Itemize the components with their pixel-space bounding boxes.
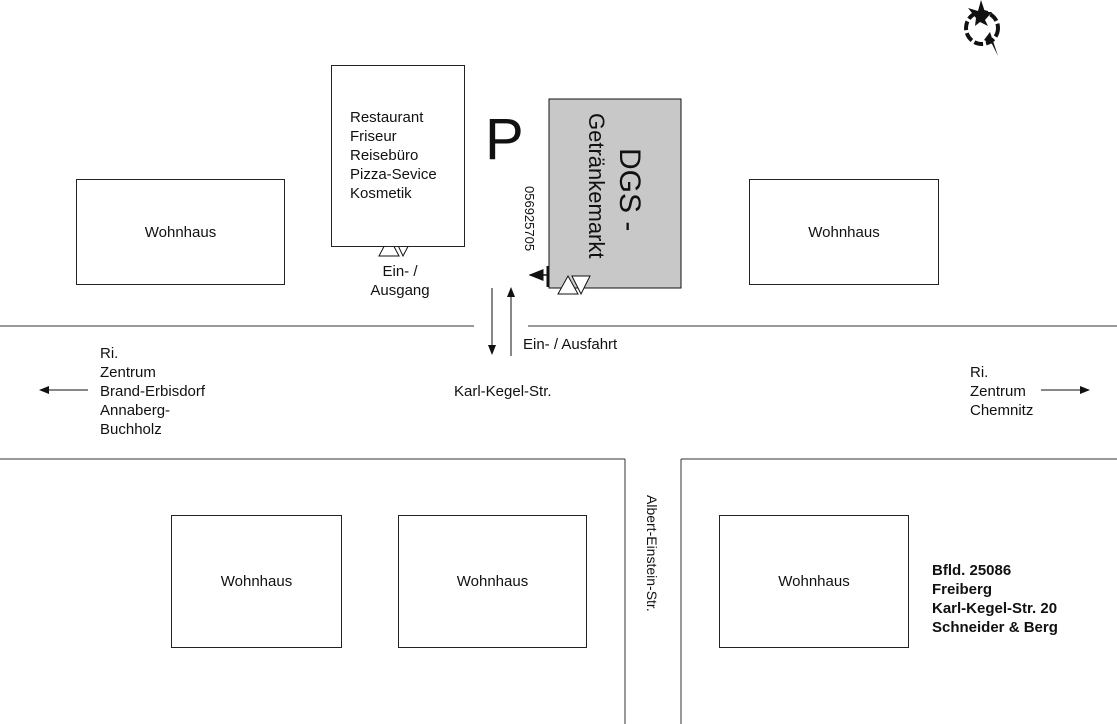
house-label: Wohnhaus: [220, 573, 293, 590]
direction-line: Chemnitz: [970, 402, 1034, 419]
title-line: Freiberg: [932, 581, 993, 598]
entrance-label-line: Ein- /: [382, 263, 418, 280]
direction-west: Ri. Zentrum Brand-Erbisdorf Annaberg- Bu…: [100, 344, 205, 439]
store-name-line2: Getränkemarkt: [584, 113, 609, 259]
direction-line: Buchholz: [100, 421, 162, 438]
house-north-west: Wohnhaus: [76, 179, 285, 285]
driveway-label: Ein- / Ausfahrt: [523, 336, 618, 353]
store-phone: 056925705: [522, 186, 537, 252]
house-south-1: Wohnhaus: [171, 515, 342, 648]
store-entrance-down-triangle: [571, 275, 591, 296]
store-building: [548, 98, 682, 289]
shops-entrance-label: Ein- / Ausgang: [368, 262, 432, 300]
shop-item: Reisebüro: [350, 147, 419, 164]
shop-item: Friseur: [350, 128, 397, 145]
direction-east: Ri. Zentrum Chemnitz: [970, 363, 1033, 420]
title-block: Bfld. 25086 Freiberg Karl-Kegel-Str. 20 …: [932, 561, 1058, 637]
direction-line: Brand-Erbisdorf: [100, 383, 206, 400]
direction-line: Annaberg-: [100, 402, 171, 419]
direction-line: Zentrum: [100, 364, 156, 381]
house-label: Wohnhaus: [778, 573, 850, 590]
shop-item: Kosmetik: [350, 185, 412, 202]
house-south-2: Wohnhaus: [398, 515, 587, 648]
title-line: Schneider & Berg: [932, 619, 1058, 636]
store-name-line1: DGS -: [613, 148, 646, 232]
direction-line: Ri.: [970, 364, 989, 381]
store-entrance-up-triangle: [557, 274, 579, 295]
shops-list: Restaurant Friseur Reisebüro Pizza-Sevic…: [350, 108, 437, 203]
street-label-side: Albert-Einstein-Str.: [644, 495, 660, 612]
compass-rose-icon: [964, 0, 1000, 56]
house-label: Wohnhaus: [808, 223, 880, 241]
house-north-east: Wohnhaus: [749, 179, 939, 285]
title-line: Bfld. 25086: [932, 562, 1012, 579]
house-label: Wohnhaus: [456, 573, 529, 590]
entrance-label-line: Ausgang: [370, 282, 430, 299]
house-label: Wohnhaus: [144, 223, 217, 241]
house-south-3: Wohnhaus: [719, 515, 909, 648]
shops-building: [331, 65, 465, 247]
parking-symbol: P: [485, 107, 524, 172]
shop-item: Restaurant: [350, 109, 424, 126]
direction-line: Zentrum: [970, 383, 1026, 400]
direction-line: Ri.: [100, 345, 119, 362]
shop-item: Pizza-Sevice: [350, 166, 437, 183]
title-line: Karl-Kegel-Str. 20: [932, 600, 1058, 617]
street-label-main: Karl-Kegel-Str.: [454, 383, 552, 400]
